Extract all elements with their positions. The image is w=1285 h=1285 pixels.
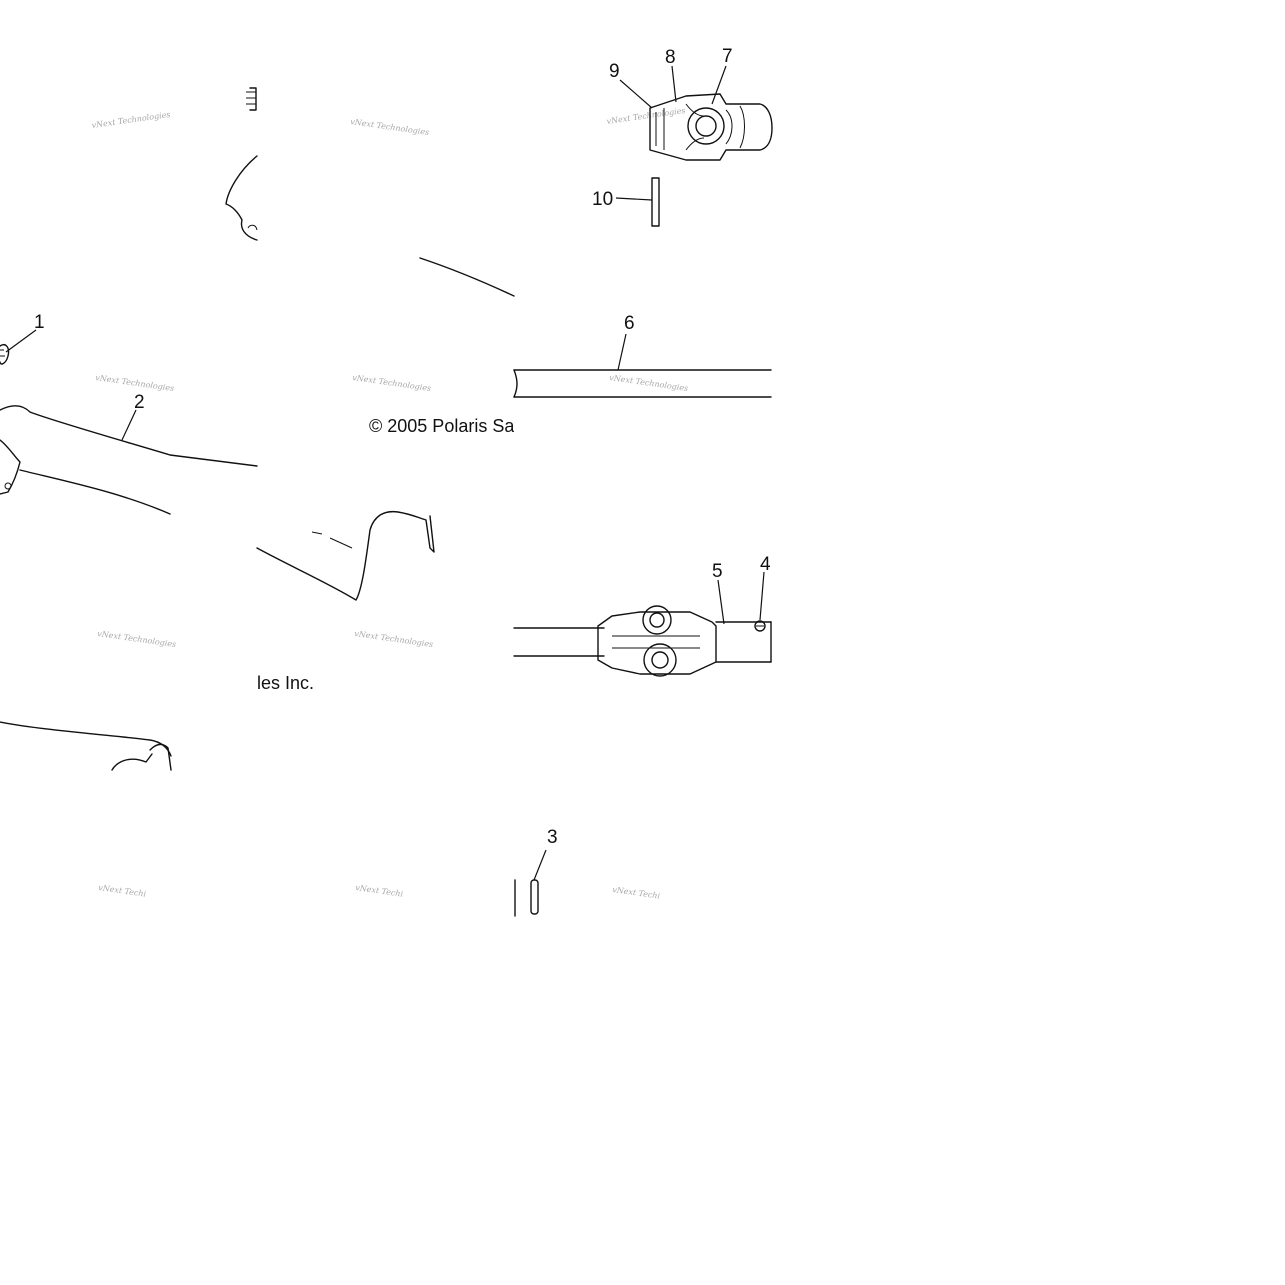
watermark: vNext Technologies: [609, 373, 689, 393]
callout-labels: 1 2 3 4 5 6 7 8 9 10: [34, 46, 771, 848]
part-3-pin: [514, 879, 539, 917]
leader-lines: [5, 65, 765, 881]
copyright-notice: © 2005 Polaris Sa les Inc.: [257, 412, 554, 693]
part-10-key: [651, 177, 660, 227]
part-7-yoke-assembly: [649, 93, 773, 161]
watermark: vNext Techi: [98, 883, 147, 899]
watermark: vNext Technologies: [354, 629, 434, 649]
callout-10: 10: [592, 189, 613, 210]
part-2-seat: [0, 344, 258, 771]
callout-7: 7: [722, 46, 733, 67]
part-5-u-joint-yoke: [513, 605, 772, 677]
part-cover-panel: [225, 87, 515, 601]
callout-4: 4: [760, 554, 771, 575]
callout-1: 1: [34, 312, 45, 333]
copyright-text-part1: © 2005 Polaris Sa: [369, 416, 515, 436]
callout-5: 5: [712, 561, 723, 582]
part-6-shaft: [513, 369, 772, 398]
callout-3: 3: [547, 827, 558, 848]
watermark: vNext Technologies: [97, 629, 177, 649]
callout-8: 8: [665, 47, 676, 68]
callout-9: 9: [609, 61, 620, 82]
watermark: vNext Techi: [612, 885, 661, 901]
watermark: vNext Technologies: [352, 373, 432, 393]
copyright-text-part2: les Inc.: [257, 673, 314, 693]
watermark: vNext Technologies: [91, 110, 171, 130]
watermark: vNext Technologies: [350, 117, 430, 137]
watermark: vNext Techi: [355, 883, 404, 899]
watermark: vNext Technologies: [95, 373, 175, 393]
tile-gap-mask: [514, 412, 554, 440]
callout-6: 6: [624, 313, 635, 334]
callout-2: 2: [134, 392, 145, 413]
watermark: vNext Technologies: [606, 106, 686, 126]
watermark-layer: vNext Technologies vNext Technologies vN…: [91, 106, 689, 901]
